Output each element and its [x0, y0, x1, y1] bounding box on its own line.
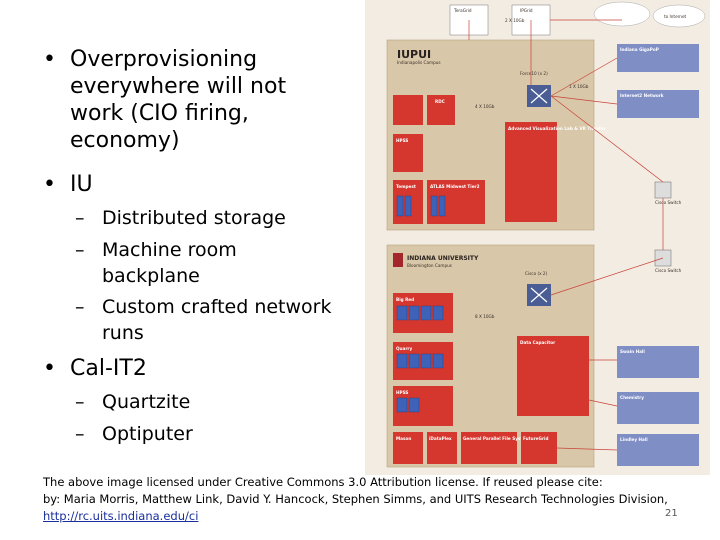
atlas-label: ATLAS Midwest Tier2 [430, 184, 480, 189]
hpss-iu-label: HPSS [396, 390, 408, 395]
switch-cross-icon [530, 88, 548, 104]
iu-campus: Bloomington Campus [407, 263, 452, 268]
rdc-box [427, 95, 455, 125]
data-capacitor-box [517, 336, 589, 416]
page-number: 21 [665, 508, 678, 519]
cisco-label: Cisco (x 2) [525, 271, 548, 276]
bullet-text-line: work (CIO firing, [70, 101, 249, 126]
force10-label: Force10 (x 2) [520, 71, 548, 76]
futuregrid-label: FutureGrid [523, 436, 548, 441]
gpfs-box [461, 432, 517, 464]
bullet-overprovisioning: • Overprovisioning everywhere will not w… [43, 46, 287, 154]
bullet-text-line: everywhere will not [70, 74, 287, 99]
chemistry-label: Chemistry [620, 395, 644, 400]
bullet-text: IU [70, 172, 93, 197]
sub-bullet-line: Quartzite [102, 391, 191, 413]
big-red-label: Big Red [396, 297, 414, 302]
data-capacitor-label: Data Capacitor [520, 340, 556, 345]
bullet-dot: • [43, 47, 56, 72]
sub-bullet-line: Distributed storage [102, 207, 286, 229]
internet-cloud-icon [652, 4, 706, 28]
futuregrid-box [521, 432, 557, 464]
lindley-hall-box [617, 434, 699, 466]
sub-bullet-distributed-storage: – Distributed storage [75, 205, 286, 231]
speed-label: 1 X 10Gb [569, 84, 589, 89]
bullet-dot: • [43, 172, 56, 197]
speed-label: 4 X 10Gb [475, 104, 495, 109]
iu-logo-icon [393, 253, 403, 267]
gpfs-label: General Parallel File System (GPFS) [463, 436, 547, 441]
purdue-cloud-icon [593, 1, 651, 27]
mason-box [393, 432, 423, 464]
ipgrid-label: IPGrid [520, 8, 533, 13]
dash: – [75, 207, 85, 229]
swain-hall-box [617, 346, 699, 378]
bullet-iu: • IU [43, 171, 93, 198]
credit-link[interactable]: http://rc.uits.indiana.edu/ci [43, 509, 199, 523]
to-internet-label: to Internet [664, 14, 687, 19]
rdc-label: RDC [435, 99, 445, 104]
bullet-text-line: economy) [70, 128, 180, 153]
sub-bullet-line: Optiputer [102, 423, 193, 445]
dash: – [75, 391, 85, 413]
chemistry-box [617, 392, 699, 424]
storage-rack-icons [396, 195, 446, 413]
speed-label: 8 X 10Gb [475, 314, 495, 319]
iupui-title: IUPUI [397, 48, 431, 61]
sub-bullet-optiputer: – Optiputer [75, 421, 193, 447]
cisco-switch-label: Cisco Switch [655, 268, 682, 273]
speed-label: 2 X 10Gb [505, 18, 525, 23]
cisco-switch-label: Cisco Switch [655, 200, 682, 205]
quarry-label: Quarry [396, 346, 412, 351]
avl-label: Advanced Visualization Lab & VR Theater [508, 126, 607, 131]
sub-bullet-quartzite: – Quartzite [75, 389, 191, 415]
hpss-label: HPSS [396, 138, 408, 143]
avl-box [505, 122, 557, 222]
sub-bullet-line: Machine room [102, 239, 237, 261]
hpss-box [393, 134, 423, 172]
switch-cross-icon [530, 287, 548, 303]
credit-line-1: The above image licensed under Creative … [43, 475, 603, 489]
bullet-text: Cal-IT2 [70, 356, 147, 381]
dash: – [75, 239, 85, 261]
bullet-cal-it2: • Cal-IT2 [43, 355, 147, 382]
indiana-gigapop-label: Indiana GigaPoP [620, 47, 659, 52]
mason-label: Mason [396, 436, 411, 441]
bullet-text-line: Overprovisioning [70, 47, 258, 72]
sub-bullet-machine-room: – Machine room backplane [75, 237, 237, 289]
sub-bullet-line: backplane [102, 265, 200, 287]
sub-bullet-line: runs [102, 322, 144, 344]
iu-title: INDIANA UNIVERSITY [407, 255, 479, 262]
sub-bullet-line: Custom crafted network [102, 296, 332, 318]
bullet-dot: • [43, 356, 56, 381]
idataplex-label: iDataPlex [429, 436, 452, 441]
network-diagram: TeraGrid IPGrid to Internet IUPUI Indian… [365, 0, 710, 475]
sub-bullet-network-runs: – Custom crafted network runs [75, 294, 332, 346]
cisco-switch-icon [654, 181, 672, 199]
credit-line-2: by: Maria Morris, Matthew Link, David Y.… [43, 492, 668, 506]
indiana-gigapop-box [617, 44, 699, 72]
image-credit: The above image licensed under Creative … [43, 474, 683, 525]
teragrid-label: TeraGrid [453, 8, 472, 13]
dash: – [75, 423, 85, 445]
tempest-label: Tempest [396, 184, 416, 189]
box-left [393, 95, 423, 125]
lindley-hall-label: Lindley Hall [620, 437, 648, 442]
iupui-campus: Indianapolis Campus [397, 60, 441, 65]
network-links [468, 19, 664, 451]
dash: – [75, 296, 85, 318]
swain-hall-label: Swain Hall [620, 349, 645, 354]
internet2-label: Internet2 Network [620, 93, 664, 98]
idataplex-box [427, 432, 457, 464]
internet2-box [617, 90, 699, 118]
